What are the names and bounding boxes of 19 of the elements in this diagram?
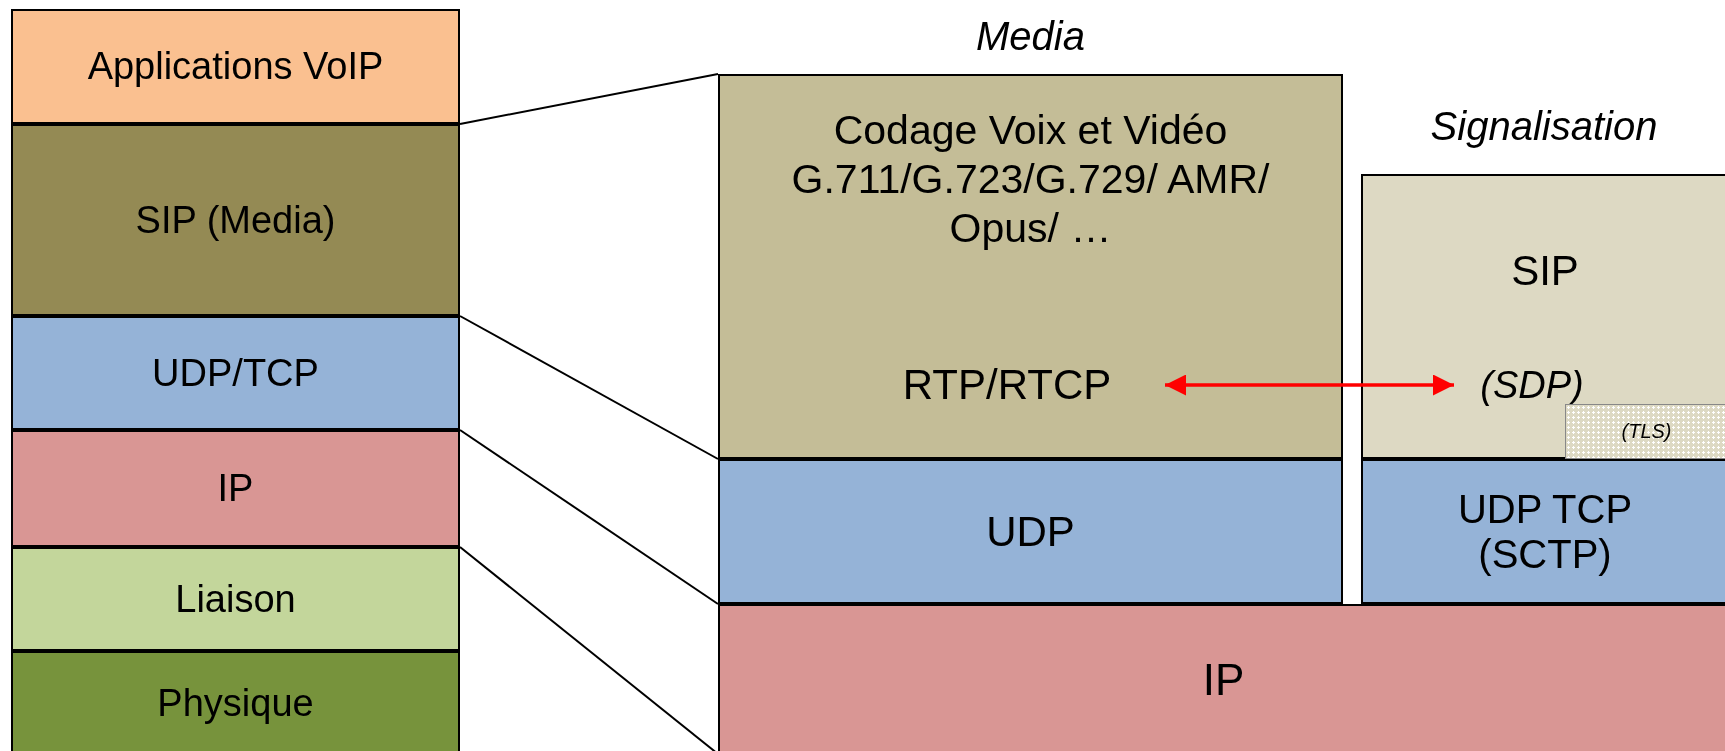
layer-box: SIP (Media) (11, 124, 460, 316)
protocol-label: RTP/RTCP (852, 359, 1162, 411)
layer-box: Physique (11, 651, 460, 751)
section-title: Signalisation (1429, 104, 1659, 149)
layer-box: UDP/TCP (11, 316, 460, 430)
layer-box: Liaison (11, 547, 460, 651)
section-title: Media (975, 14, 1086, 59)
layer-box: IP (11, 430, 460, 547)
connector-line (459, 429, 719, 605)
protocol-box: (TLS) (1565, 404, 1725, 459)
layer-box: UDP (718, 459, 1343, 604)
layer-label: Codage Voix et Vidéo G.711/G.723/G.729/ AMR/ Opus/ … (790, 106, 1271, 254)
layer-box: Applications VoIP (11, 9, 460, 124)
layer-box: IP (718, 604, 1725, 751)
double-arrow (1165, 374, 1454, 396)
layer-label: SIP (1510, 246, 1580, 296)
connector-line (459, 315, 719, 460)
layer-box: UDP TCP (SCTP) (1361, 459, 1725, 604)
connector-line (459, 73, 719, 125)
